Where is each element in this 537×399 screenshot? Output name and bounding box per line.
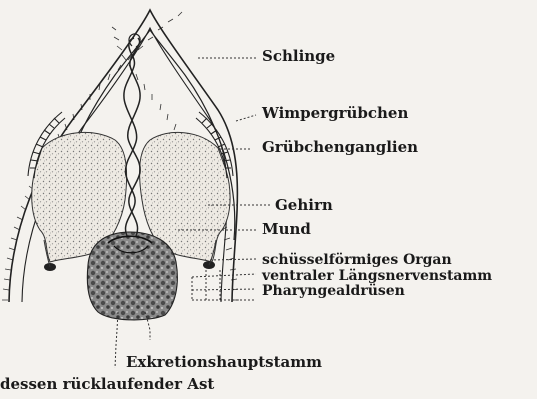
label-gehirn: Gehirn (275, 198, 333, 213)
label-ruecklaufender-ast: dessen rücklaufender Ast (0, 377, 214, 392)
label-pharyngealdruesen: Pharyngealdrüsen (262, 284, 405, 298)
label-mund: Mund (262, 222, 311, 237)
label-gruebchenganglien: Grübchenganglien (262, 140, 418, 155)
label-exkretionshauptstamm: Exkretionshauptstamm (126, 355, 322, 370)
proboscis-loop (124, 34, 140, 236)
excretory-recurrent-branch (115, 312, 118, 368)
pharyngeal-glands (87, 232, 177, 320)
label-ventraler-laengsnervenstamm: ventraler Längsnervenstamm (262, 269, 492, 283)
label-schuesselfoermiges-organ: schüsselförmiges Organ (262, 253, 452, 267)
label-wimpergruebchen: Wimpergrübchen (262, 106, 408, 121)
label-schlinge: Schlinge (262, 49, 335, 64)
